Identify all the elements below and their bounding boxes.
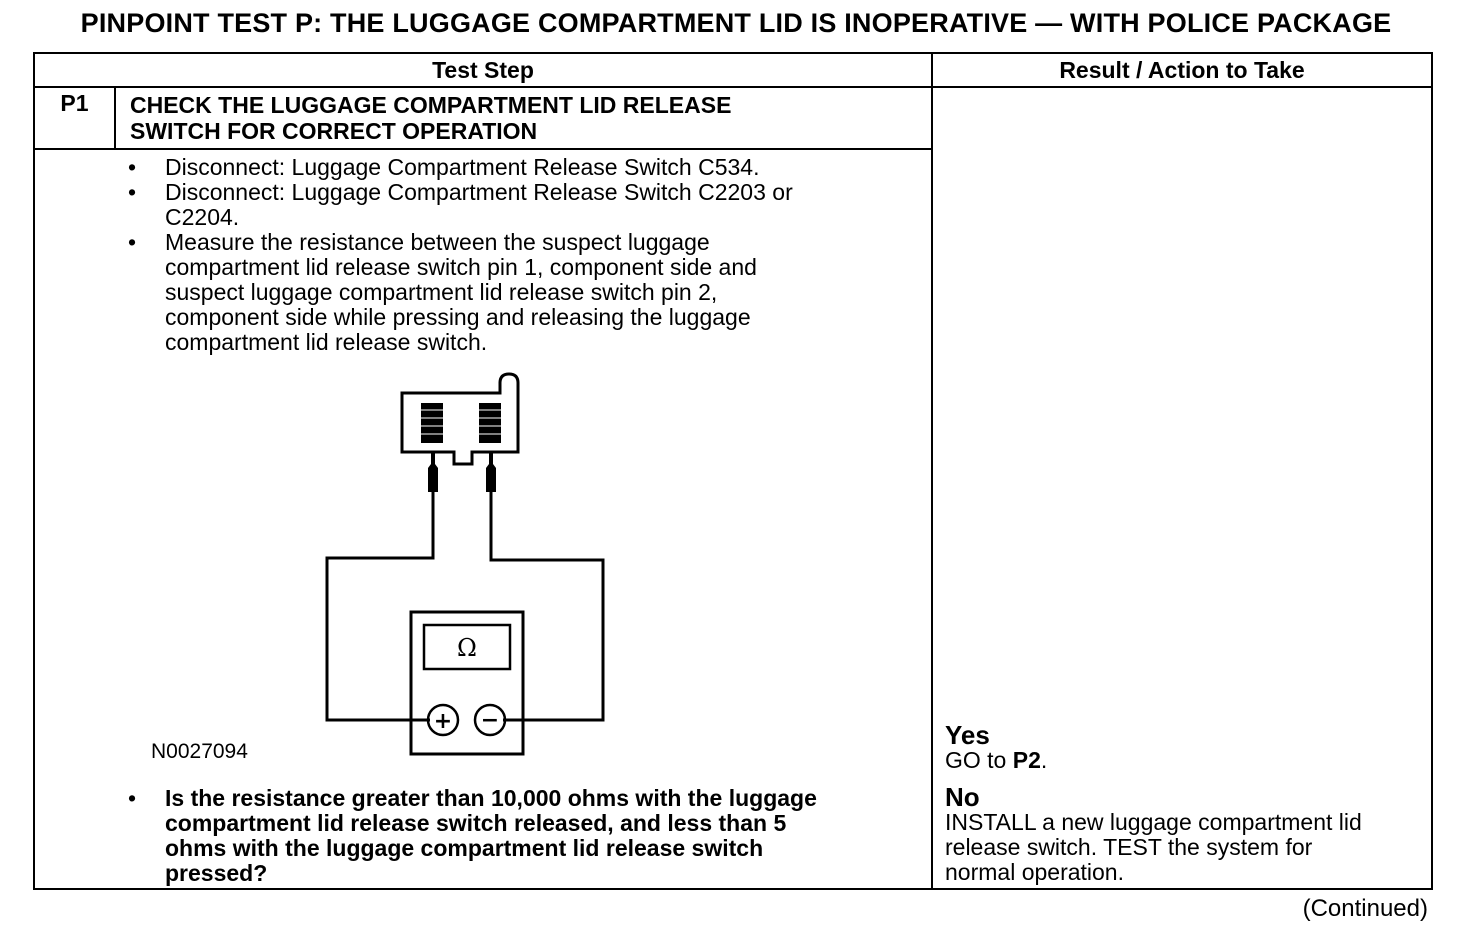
question-continuation: pressed? bbox=[128, 861, 918, 886]
instruction-item: • Disconnect: Luggage Compartment Release… bbox=[128, 155, 918, 180]
bullet-icon: • bbox=[128, 179, 137, 205]
question-list: • Is the resistance greater than 10,000 o… bbox=[128, 786, 918, 886]
question-text: Is the resistance greater than 10,000 oh… bbox=[165, 785, 817, 811]
result-no-label: No bbox=[945, 782, 980, 812]
result-yes-action: GO to P2. bbox=[945, 748, 1425, 773]
figure-id: N0027094 bbox=[151, 740, 248, 763]
instruction-continuation: C2204. bbox=[128, 205, 918, 230]
result-yes-prefix: GO to bbox=[945, 747, 1013, 773]
instruction-text: Disconnect: Luggage Compartment Release … bbox=[165, 179, 793, 205]
header-test-step: Test Step bbox=[432, 57, 534, 83]
header-result-action: Result / Action to Take bbox=[1059, 57, 1305, 83]
instruction-text: Disconnect: Luggage Compartment Release … bbox=[165, 154, 760, 180]
step-title-divider bbox=[33, 148, 933, 150]
question-text: pressed? bbox=[165, 860, 268, 886]
step-title-line: SWITCH FOR CORRECT OPERATION bbox=[130, 118, 538, 144]
header-divider bbox=[33, 86, 1433, 88]
instruction-list: • Disconnect: Luggage Compartment Release… bbox=[128, 155, 918, 355]
instruction-continuation: compartment lid release switch. bbox=[128, 330, 918, 355]
question-item: • Is the resistance greater than 10,000 o… bbox=[128, 786, 918, 811]
bullet-icon: • bbox=[128, 154, 137, 180]
instruction-text: Measure the resistance between the suspe… bbox=[165, 229, 710, 255]
instruction-text: component side while pressing and releas… bbox=[165, 304, 751, 330]
result-no-line: release switch. TEST the system for bbox=[945, 834, 1313, 860]
column-divider bbox=[931, 52, 933, 890]
question-text: ohms with the luggage compartment lid re… bbox=[165, 835, 764, 861]
page-title: PINPOINT TEST P: THE LUGGAGE COMPARTMENT… bbox=[80, 8, 1392, 38]
step-id: P1 bbox=[60, 90, 89, 116]
step-id-divider bbox=[114, 88, 116, 150]
instruction-continuation: component side while pressing and releas… bbox=[128, 305, 918, 330]
result-yes-target: P2 bbox=[1012, 747, 1041, 773]
result-yes-suffix: . bbox=[1040, 747, 1048, 773]
step-title: CHECK THE LUGGAGE COMPARTMENT LID RELEAS… bbox=[130, 92, 920, 144]
result-no-line: INSTALL a new luggage compartment lid bbox=[945, 809, 1362, 835]
result-no-action: INSTALL a new luggage compartment lid re… bbox=[945, 810, 1425, 885]
instruction-item: • Measure the resistance between the susp… bbox=[128, 230, 918, 255]
question-text: compartment lid release switch released,… bbox=[165, 810, 787, 836]
bullet-icon: • bbox=[128, 229, 137, 255]
bullet-icon: • bbox=[128, 785, 137, 811]
question-continuation: compartment lid release switch released,… bbox=[128, 811, 918, 836]
result-no-line: normal operation. bbox=[945, 859, 1124, 885]
continued-note: (Continued) bbox=[1302, 895, 1428, 922]
instruction-item: • Disconnect: Luggage Compartment Release… bbox=[128, 180, 918, 205]
pinpoint-table bbox=[33, 52, 1433, 890]
question-continuation: ohms with the luggage compartment lid re… bbox=[128, 836, 918, 861]
instruction-text: compartment lid release switch. bbox=[165, 329, 488, 355]
instruction-text: C2204. bbox=[165, 204, 240, 230]
instruction-text: compartment lid release switch pin 1, co… bbox=[165, 254, 757, 280]
instruction-continuation: compartment lid release switch pin 1, co… bbox=[128, 255, 918, 280]
result-yes-label: Yes bbox=[945, 720, 990, 750]
instruction-continuation: suspect luggage compartment lid release … bbox=[128, 280, 918, 305]
instruction-text: suspect luggage compartment lid release … bbox=[165, 279, 718, 305]
step-title-line: CHECK THE LUGGAGE COMPARTMENT LID RELEAS… bbox=[130, 92, 732, 118]
